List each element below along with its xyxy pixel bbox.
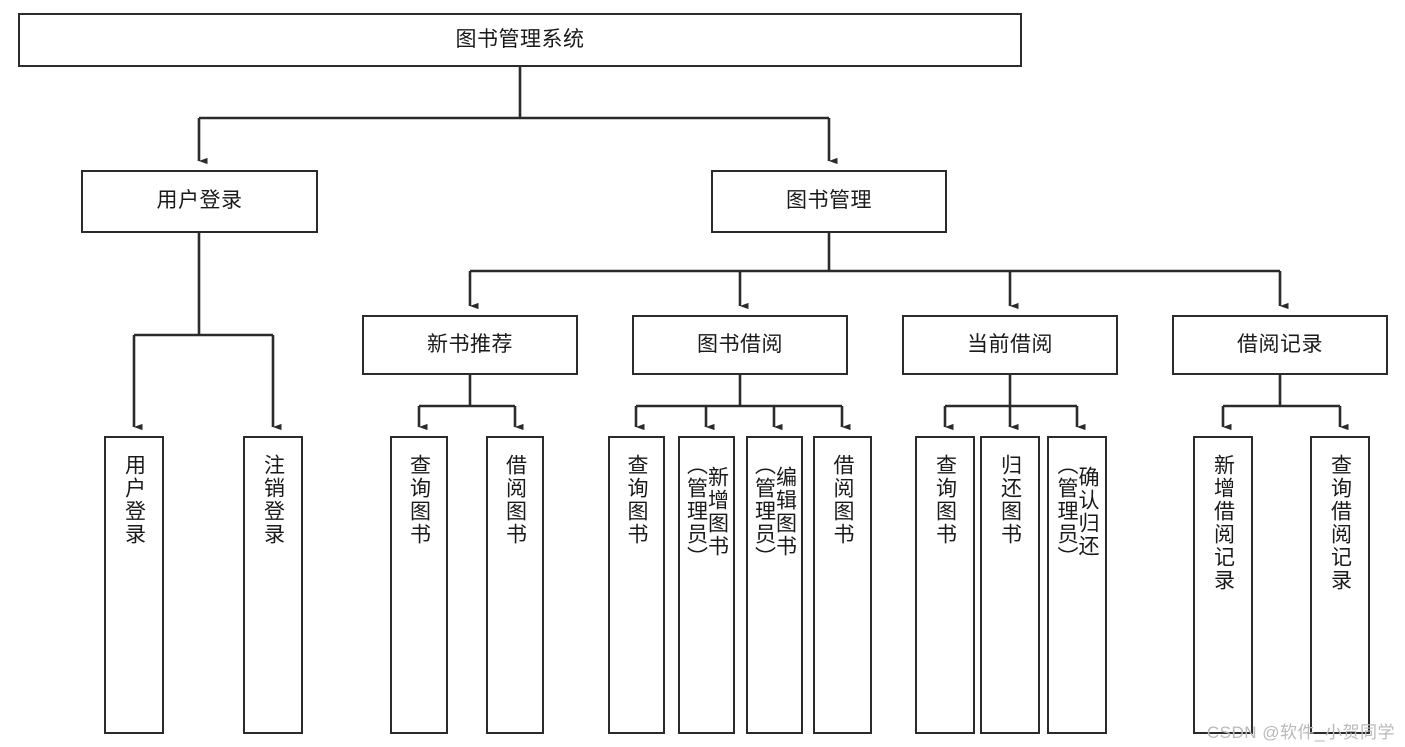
node-label: 新增图书 （管理员） (684, 454, 729, 569)
node-level3-borrow-record: 借阅记录 (1172, 315, 1388, 375)
node-label: 查询图书 (625, 454, 648, 546)
node-leaf-leaf-borrow-book-1: 借阅图书 (486, 436, 544, 734)
node-leaf-leaf-query-book-2: 查询图书 (608, 436, 665, 734)
node-leaf-leaf-query-book-3: 查询图书 (915, 436, 975, 734)
node-leaf-leaf-user-logout: 注销登录 (243, 436, 303, 734)
node-label: 借阅图书 (503, 454, 527, 546)
node-label: 查询图书 (933, 454, 957, 546)
node-root: 图书管理系统 (18, 13, 1022, 67)
node-label: 借阅记录 (1237, 332, 1323, 356)
node-label: 图书借阅 (697, 332, 783, 356)
node-label: 图书管理系统 (455, 27, 585, 51)
node-label: 归还图书 (998, 454, 1022, 546)
node-label: 借阅图书 (831, 454, 854, 546)
node-label: 新增借阅记录 (1211, 454, 1235, 592)
node-label: 编辑图书 （管理员） (752, 454, 797, 569)
node-leaf-leaf-query-book-1: 查询图书 (390, 436, 448, 734)
node-leaf-leaf-edit-book: 编辑图书 （管理员） (746, 436, 803, 734)
node-leaf-leaf-return-book: 归还图书 (980, 436, 1040, 734)
node-level3-current-borrow: 当前借阅 (902, 315, 1118, 375)
node-label: 新书推荐 (427, 332, 513, 356)
node-label: 用户登录 (122, 454, 146, 546)
node-label: 查询借阅记录 (1328, 454, 1352, 592)
node-label: 注销登录 (261, 454, 285, 546)
node-leaf-leaf-add-book: 新增图书 （管理员） (678, 436, 735, 734)
node-label: 查询图书 (407, 454, 431, 546)
node-level2-book-manage: 图书管理 (711, 170, 947, 233)
node-level2-user-login: 用户登录 (81, 170, 318, 233)
node-leaf-leaf-borrow-book-2: 借阅图书 (813, 436, 872, 734)
node-leaf-leaf-user-login: 用户登录 (104, 436, 164, 734)
node-leaf-leaf-add-borrow-record: 新增借阅记录 (1193, 436, 1253, 734)
node-label: 当前借阅 (967, 332, 1053, 356)
watermark: CSDN @软件_小贺同学 (1206, 723, 1395, 742)
node-leaf-leaf-query-borrow-record: 查询借阅记录 (1310, 436, 1370, 734)
node-level3-book-borrow: 图书借阅 (632, 315, 848, 375)
node-label: 确认归还 （管理员） (1055, 454, 1099, 569)
node-leaf-leaf-confirm-return: 确认归还 （管理员） (1047, 436, 1107, 734)
node-label: 用户登录 (156, 189, 243, 213)
node-label: 图书管理 (786, 189, 872, 213)
node-level3-new-book-recommend: 新书推荐 (362, 315, 578, 375)
